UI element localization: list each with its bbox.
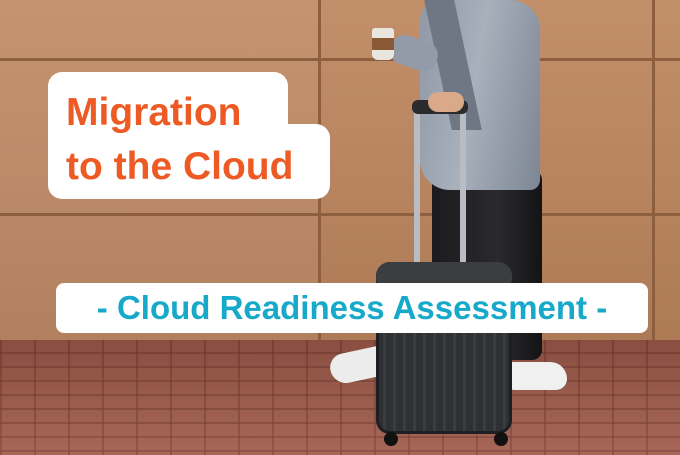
headline-line-2: to the Cloud xyxy=(66,145,294,188)
headline: Migration to the Cloud xyxy=(66,86,293,194)
subtitle-text: - Cloud Readiness Assessment - xyxy=(96,289,608,326)
suitcase-handle-rail xyxy=(414,110,420,270)
brick-floor xyxy=(0,340,680,455)
suitcase-wheel xyxy=(494,432,508,446)
wall-seam xyxy=(0,213,680,216)
suitcase-top xyxy=(376,262,512,284)
headline-card xyxy=(48,72,330,199)
wall-seam xyxy=(0,58,680,61)
wall-seam xyxy=(652,0,655,340)
suitcase-wheel xyxy=(384,432,398,446)
right-sneaker xyxy=(505,362,567,390)
headline-line-1: Migration xyxy=(66,91,242,134)
coffee-cup-sleeve xyxy=(372,38,394,50)
traveler-hand xyxy=(428,92,464,112)
subtitle-banner: - Cloud Readiness Assessment - xyxy=(56,283,648,333)
suitcase-handle-rail xyxy=(460,110,466,270)
